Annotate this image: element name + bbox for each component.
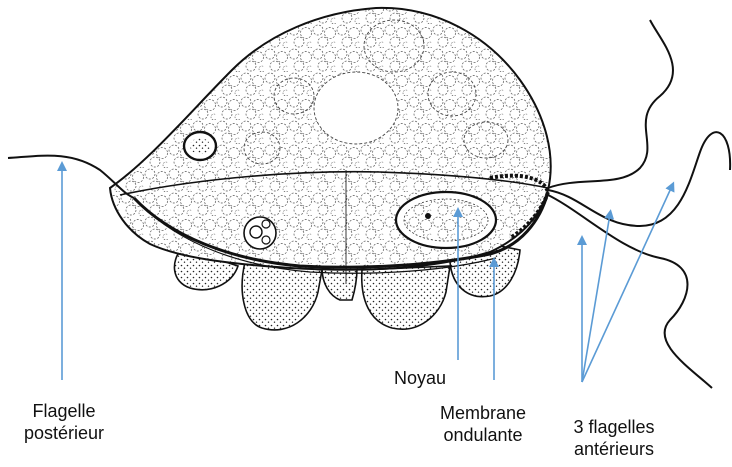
nucleus (396, 192, 496, 248)
label-3-flagelles-anterieurs: 3 flagelles antérieurs (553, 416, 675, 460)
label-flagelle-posterieur: Flagelle postérieur (4, 400, 124, 444)
arrow-flagelle-ant-2 (582, 214, 610, 382)
label-line: 3 flagelles (553, 416, 675, 438)
anterior-flagella (546, 20, 730, 388)
label-line: postérieur (4, 422, 124, 444)
label-line: Noyau (382, 367, 458, 389)
label-noyau: Noyau (382, 367, 458, 389)
cell-body (110, 8, 551, 284)
arrow-flagelle-ant-3 (582, 186, 672, 382)
label-line: Membrane (428, 402, 538, 424)
label-line: Flagelle (4, 400, 124, 422)
label-line: antérieurs (553, 438, 675, 460)
label-line: ondulante (428, 424, 538, 446)
label-membrane-ondulante: Membrane ondulante (428, 402, 538, 446)
